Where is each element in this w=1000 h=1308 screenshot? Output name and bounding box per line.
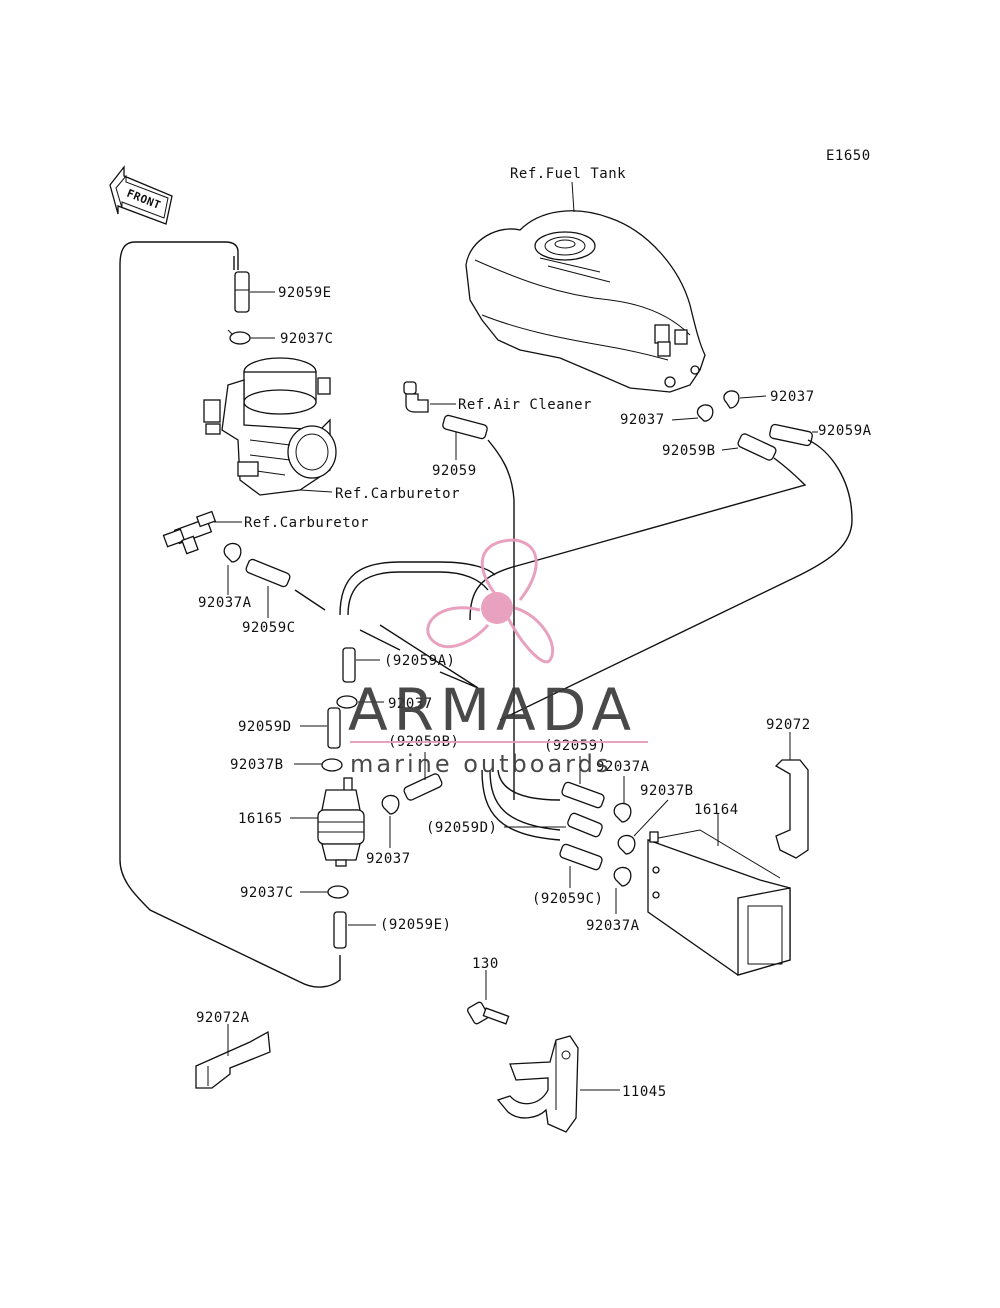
ref-air-cleaner-label: Ref.Air Cleaner xyxy=(458,397,592,413)
t-fitting xyxy=(162,510,217,555)
hose-92059D-inner xyxy=(567,812,603,838)
label-11045: 11045 xyxy=(622,1084,667,1100)
fuel-pump xyxy=(317,777,365,867)
hose-92059A-inner xyxy=(342,647,356,683)
label-92037-tank-right: 92037 xyxy=(770,389,815,405)
hose-92059A xyxy=(769,423,813,447)
label-92059E: 92059E xyxy=(278,285,332,301)
ref-fuel-tank-label: Ref.Fuel Tank xyxy=(510,166,626,182)
watermark-brand: ARMADA xyxy=(348,676,637,744)
front-arrow-icon: FRONT xyxy=(109,165,173,225)
watermark: ARMADA marine outboards xyxy=(348,538,648,778)
label-92072A: 92072A xyxy=(196,1010,250,1026)
clamp-92037A-right-top xyxy=(613,802,632,823)
ref-carburetor-label-2: Ref.Carburetor xyxy=(244,515,369,531)
label-92059D: 92059D xyxy=(238,719,292,735)
bracket-11045 xyxy=(496,1035,579,1133)
label-92037A-right-top: 92037A xyxy=(596,759,650,775)
clamp-92037B-right xyxy=(617,834,636,855)
label-92059E-paren: (92059E) xyxy=(380,917,451,933)
label-92037B-left: 92037B xyxy=(230,757,284,773)
bolt-130 xyxy=(467,1001,510,1025)
hose-92059C xyxy=(245,558,291,588)
label-92037B-right: 92037B xyxy=(640,783,694,799)
clamp-92037-tank-left xyxy=(696,404,714,422)
label-92037-pump: 92037 xyxy=(366,851,411,867)
left-hose-loop xyxy=(119,241,341,988)
clamp-92037-mid xyxy=(336,695,358,709)
label-16164: 16164 xyxy=(694,802,739,818)
label-92037A-right-bot: 92037A xyxy=(586,918,640,934)
canister xyxy=(647,829,791,976)
clamp-92037-pump xyxy=(381,794,400,815)
clamp-92037A-left xyxy=(223,542,242,563)
hose-92059D xyxy=(327,707,341,749)
label-130: 130 xyxy=(472,956,499,972)
clamp-92037A-right-bot xyxy=(613,866,632,887)
fuel-tank xyxy=(465,210,706,393)
label-92059: 92059 xyxy=(432,463,477,479)
label-92037-mid: 92037 xyxy=(388,696,433,712)
hose-92059E-inner xyxy=(333,911,347,949)
label-92037C-bot: 92037C xyxy=(240,885,294,901)
clamp-92037C-bot xyxy=(327,885,349,899)
label-92059A-paren: (92059A) xyxy=(384,653,455,669)
label-92037C-top: 92037C xyxy=(280,331,334,347)
label-92059C-paren: (92059C) xyxy=(532,891,603,907)
propeller-logo-icon xyxy=(426,538,554,664)
band-92072 xyxy=(774,759,809,859)
clamp-92037C-top xyxy=(227,329,251,345)
label-92037-tank-left: 92037 xyxy=(620,412,665,428)
hose-92059 xyxy=(442,414,488,440)
label-16165: 16165 xyxy=(238,811,283,827)
carburetor xyxy=(203,357,337,496)
watermark-tagline: marine outboards xyxy=(350,750,611,778)
clip-92072A xyxy=(195,1030,271,1089)
diagram-code: E1650 xyxy=(826,148,871,164)
label-92072: 92072 xyxy=(766,717,811,733)
hose-92059C-inner xyxy=(559,843,603,871)
clamp-92037B-left xyxy=(321,758,343,772)
air-cleaner-fitting xyxy=(403,381,429,413)
hose-92059-inner xyxy=(561,781,605,809)
hose-92059B xyxy=(737,433,777,461)
ref-carburetor-label-1: Ref.Carburetor xyxy=(335,486,460,502)
clamp-92037-tank-right xyxy=(723,390,740,409)
label-92059B: 92059B xyxy=(662,443,716,459)
label-92059D-paren: (92059D) xyxy=(426,820,497,836)
label-92059C: 92059C xyxy=(242,620,296,636)
hose-92059B-inner xyxy=(403,773,443,801)
label-92037A-left: 92037A xyxy=(198,595,252,611)
hose-92059E xyxy=(234,271,250,313)
label-92059A: 92059A xyxy=(818,423,872,439)
